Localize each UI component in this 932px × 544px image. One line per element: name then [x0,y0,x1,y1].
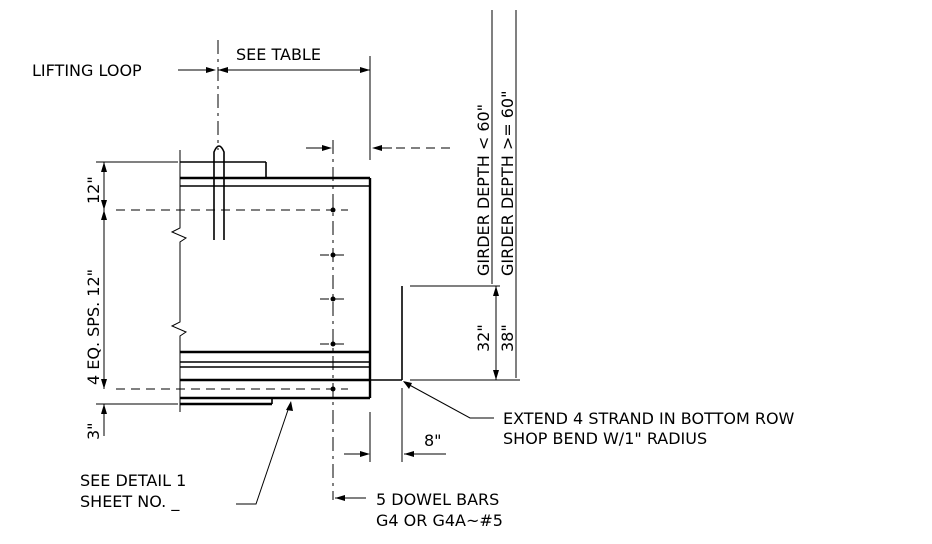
lifting-loop-label: LIFTING LOOP [32,61,142,80]
dimension-8-arrows [344,451,446,457]
left-dimension-lines [96,161,178,436]
dowel-leader [335,495,366,501]
dim-38-label: 38" [498,324,517,352]
dim-12-top-label: 12" [84,176,103,204]
dim-32-label: 32" [474,324,493,352]
see-detail-line1: SEE DETAIL 1 [80,471,186,490]
dim-3-label: 3" [84,422,103,440]
reference-lines [116,147,452,390]
see-table-dimension [178,67,370,73]
dim-8-label: 8" [424,431,442,450]
dowel-bar-dots [330,207,336,392]
extend-strand-line2: SHOP BEND W/1" RADIUS [503,429,707,448]
dowel-bars-line1: 5 DOWEL BARS [376,490,499,509]
girder-depth-ge-label: GIRDER DEPTH >= 60" [498,91,517,276]
girder-depth-lt-label: GIRDER DEPTH < 60" [474,104,493,276]
dim-eq-sps-label: 4 EQ. SPS. 12" [84,269,103,385]
right-dimension-lines [410,10,520,381]
lifting-loop [213,40,225,240]
see-detail-leader [236,401,293,505]
extend-strand-leader [403,381,494,419]
top-face-arrows [306,145,392,151]
dowel-centerline [332,56,403,500]
see-table-label: SEE TABLE [236,45,321,64]
see-detail-line2: SHEET NO. _ [80,492,180,512]
girder-outline [170,150,403,412]
extend-strand-line1: EXTEND 4 STRAND IN BOTTOM ROW [503,409,795,428]
dowel-bars-line2: G4 OR G4A~#5 [376,511,503,530]
